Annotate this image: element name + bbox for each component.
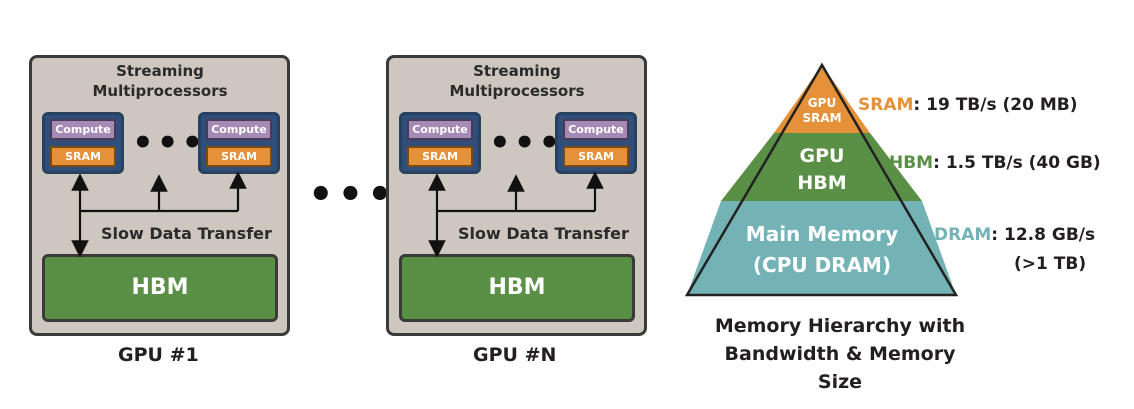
gpu-1-sram-left: SRAM [50, 146, 116, 167]
gpu-1-sm-title: Streaming Multiprocessors [60, 61, 260, 101]
gpu-n-sm-block-left: Compute SRAM [399, 112, 481, 174]
gpu-1-arrows [71, 171, 247, 258]
gpu-1-sm-title-line1: Streaming [116, 62, 204, 80]
gpu-n-sm-dots: ••• [489, 123, 564, 163]
dram-spec: : 12.8 GB/s [991, 225, 1096, 245]
pyramid-caption-line1: Memory Hierarchy with [714, 315, 966, 337]
pyramid-sram-line1: GPU [807, 96, 837, 110]
dram-capacity-label: (>1 TB) [1014, 254, 1087, 274]
pyramid-hbm-line2: HBM [797, 172, 847, 194]
pyramid-caption-line2: Bandwidth & Memory Size [724, 343, 956, 393]
gpu-1-sm-block-left: Compute SRAM [42, 112, 124, 174]
dram-name: DRAM [934, 225, 992, 245]
gpu-1-sm-block-right: Compute SRAM [198, 112, 280, 174]
gpu-n-sram-right: SRAM [563, 146, 629, 167]
gpu-n-label: GPU #N [473, 344, 557, 366]
gpu-1-compute-right: Compute [206, 119, 272, 140]
pyramid-dram-text: Main Memory (CPU DRAM) [716, 219, 928, 281]
gpu-n-arrows [428, 171, 604, 258]
sram-name: SRAM [858, 95, 914, 115]
pyramid-sram-text: GPU SRAM [792, 96, 852, 126]
pyramid-sram-layer [774, 65, 870, 133]
pyramid-hbm-line1: GPU [799, 145, 845, 167]
pyramid-dram-line2: (CPU DRAM) [752, 253, 892, 277]
memory-pyramid [684, 62, 959, 297]
hbm-spec: : 1.5 TB/s (40 GB) [933, 153, 1101, 173]
gpu-n-hbm-box: HBM [399, 254, 635, 322]
gpu-n-compute-right: Compute [563, 119, 629, 140]
gpu-1-label: GPU #1 [118, 344, 199, 366]
pyramid-hbm-text: GPU HBM [772, 143, 872, 197]
hbm-name: HBM [889, 153, 934, 173]
gpu-n-transfer-label: Slow Data Transfer [458, 224, 629, 243]
gpu-separator-dots: ••• [308, 172, 397, 218]
sram-spec-label: SRAM: 19 TB/s (20 MB) [858, 95, 1078, 115]
gpu-1-sm-title-line2: Multiprocessors [92, 82, 228, 100]
gpu-n-sm-title-line1: Streaming [473, 62, 561, 80]
dram-spec-label: DRAM: 12.8 GB/s [934, 225, 1095, 245]
pyramid-dram-line1: Main Memory [745, 222, 899, 246]
hbm-spec-label: HBM: 1.5 TB/s (40 GB) [889, 153, 1101, 173]
gpu-n-hbm-label: HBM [488, 275, 546, 300]
gpu-1-hbm-label: HBM [131, 275, 189, 300]
gpu-1-sm-dots: ••• [132, 123, 207, 163]
gpu-n-compute-left: Compute [407, 119, 473, 140]
pyramid-caption: Memory Hierarchy with Bandwidth & Memory… [700, 312, 980, 396]
gpu-1-hbm-box: HBM [42, 254, 278, 322]
sram-spec: : 19 TB/s (20 MB) [913, 95, 1078, 115]
gpu-1-transfer-label: Slow Data Transfer [101, 224, 272, 243]
gpu-1-sram-right: SRAM [206, 146, 272, 167]
gpu-n-sram-left: SRAM [407, 146, 473, 167]
pyramid-sram-line2: SRAM [802, 111, 842, 125]
gpu-1-compute-left: Compute [50, 119, 116, 140]
gpu-n-sm-title: Streaming Multiprocessors [417, 61, 617, 101]
gpu-n-sm-block-right: Compute SRAM [555, 112, 637, 174]
pyramid-dram-layer [687, 201, 956, 295]
pyramid-outline [684, 62, 959, 297]
gpu-n-sm-title-line2: Multiprocessors [449, 82, 585, 100]
